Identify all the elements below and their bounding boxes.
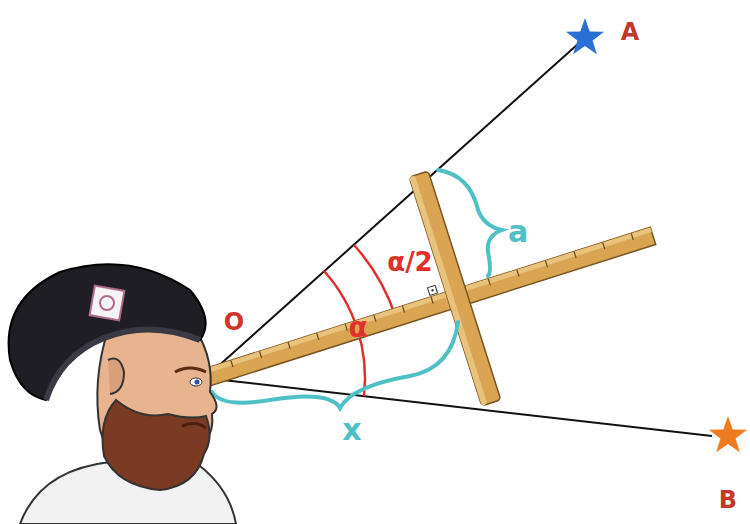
vertex-label: O (224, 310, 244, 334)
scale-tick (631, 233, 633, 240)
star-label: B (719, 488, 737, 512)
length-brace (438, 170, 502, 276)
star-b (709, 416, 747, 452)
navigator (9, 264, 236, 524)
length-label: x (342, 415, 361, 445)
scale-tick (431, 297, 433, 304)
length-label: a (508, 217, 528, 247)
scale-tick (345, 324, 347, 331)
star-a (566, 18, 604, 54)
scale-tick (488, 279, 490, 286)
scale-tick (231, 360, 233, 367)
scale-tick (317, 333, 319, 340)
cross-staff (202, 227, 655, 386)
distance-brace (212, 322, 458, 408)
scale-tick (545, 261, 547, 268)
scale-tick (574, 251, 576, 258)
star-label: A (621, 20, 640, 44)
scale-tick (402, 306, 404, 313)
sight-line (205, 378, 712, 436)
angle-label: α (348, 314, 367, 342)
scale-tick (259, 351, 261, 358)
scale-tick (288, 342, 290, 349)
scale-tick (603, 242, 605, 249)
scale-tick (517, 270, 519, 277)
scale-tick (374, 315, 376, 322)
angle-label: α/2 (387, 249, 432, 275)
